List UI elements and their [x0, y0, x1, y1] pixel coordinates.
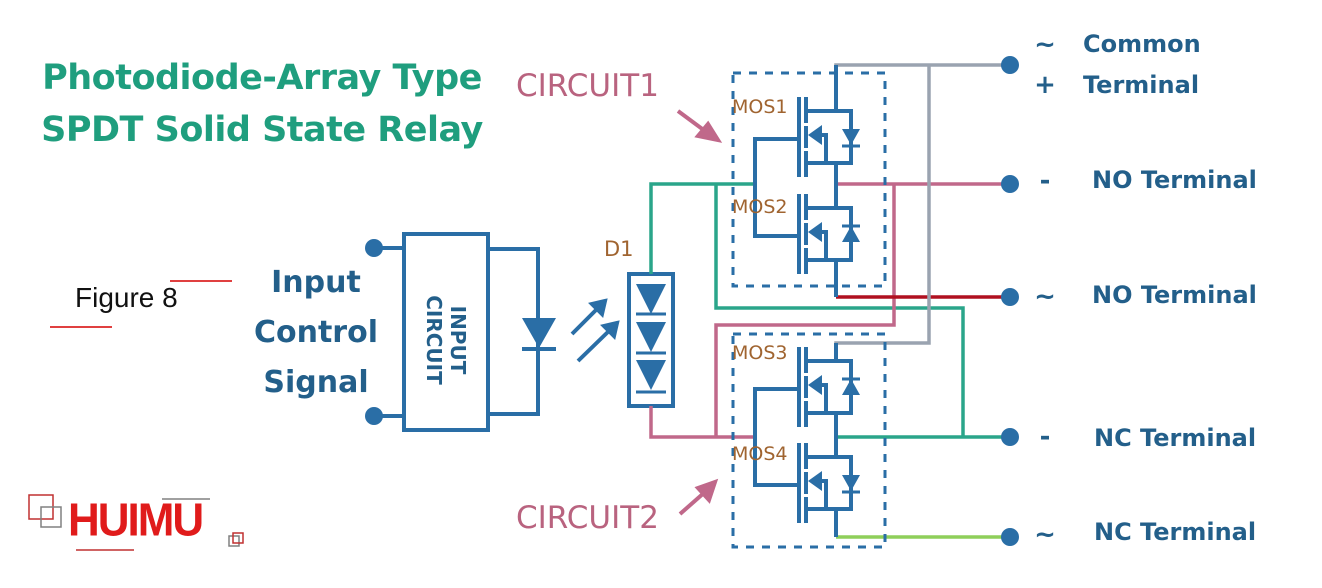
circuit2-boundary — [731, 332, 887, 549]
teal-wire-loop — [714, 184, 965, 437]
circuit1-arrow-icon — [676, 109, 723, 143]
mos1-mosfet-icon — [797, 97, 860, 177]
d1-label: D1 — [604, 237, 634, 261]
huimu-logo: HUIMU — [68, 494, 204, 547]
terminal-nc-minus-sign: - — [1039, 422, 1051, 452]
terminal-common-dot[interactable] — [1001, 56, 1019, 74]
terminal-no-ac-label: NO Terminal — [1092, 281, 1257, 309]
terminal-common-label-2: Terminal — [1083, 71, 1200, 99]
terminal-nc-minus-label: NC Terminal — [1094, 424, 1257, 452]
circuit2-label: CIRCUIT2 — [516, 500, 659, 536]
terminal-nc-ac-label: NC Terminal — [1094, 518, 1257, 546]
terminal-no-ac-dot[interactable] — [1001, 288, 1019, 306]
mos4-mosfet-icon — [797, 443, 860, 523]
mos2-label: MOS2 — [732, 196, 788, 218]
input-block-line-1: INPUT — [446, 305, 470, 375]
circuit1-label: CIRCUIT1 — [516, 68, 659, 104]
input-terminal-top — [365, 239, 383, 257]
teal-wire-gate-top — [649, 182, 755, 274]
pink-wire-gate-bottom — [649, 406, 755, 439]
mos3-label: MOS3 — [732, 342, 788, 364]
mos3-mosfet-icon — [797, 347, 860, 427]
input-label-line-3: Signal — [263, 365, 369, 400]
logo-squares-icon — [28, 494, 244, 551]
input-control-signal-label: Input Control Signal — [246, 258, 386, 408]
mos2-mosfet-icon — [797, 194, 860, 274]
terminal-common-sign-ac: ~ — [1034, 30, 1056, 60]
circuit2-arrow-icon — [678, 478, 719, 516]
terminal-common-label-1: Common — [1083, 30, 1201, 58]
terminal-no-minus-label: NO Terminal — [1092, 166, 1257, 194]
led-icon — [522, 318, 556, 351]
photodiode-array-d1 — [627, 272, 675, 408]
input-block-line-2: CIRCUIT — [422, 295, 446, 385]
input-terminal-bottom — [365, 407, 383, 425]
input-label-line-1: Input — [271, 265, 361, 300]
terminal-no-ac-sign: ~ — [1034, 282, 1056, 312]
terminal-no-minus-sign: - — [1039, 166, 1051, 196]
mos1-label: MOS1 — [732, 96, 788, 118]
title-line-1: Photodiode-Array Type — [42, 58, 482, 98]
circuit1-boundary — [731, 71, 887, 288]
terminal-nc-minus-dot[interactable] — [1001, 428, 1019, 446]
light-emission-arrows-icon — [570, 298, 620, 363]
diagram-title: Photodiode-Array Type SPDT Solid State R… — [22, 52, 502, 156]
terminal-nc-ac-sign: ~ — [1034, 520, 1056, 550]
input-label-line-2: Control — [253, 315, 378, 350]
circuit2-wiring — [753, 343, 838, 537]
figure-label: Figure 8 — [75, 282, 178, 313]
circuit1-wiring — [753, 65, 838, 297]
pink-wire-loop — [714, 184, 896, 437]
terminal-nc-ac-dot[interactable] — [1001, 528, 1019, 546]
input-circuit-block-label: INPUT CIRCUIT — [422, 260, 470, 420]
terminal-no-minus-dot[interactable] — [1001, 175, 1019, 193]
title-line-2: SPDT Solid State Relay — [41, 110, 483, 150]
mos4-label: MOS4 — [732, 443, 788, 465]
terminal-common-sign-plus: + — [1034, 70, 1056, 100]
